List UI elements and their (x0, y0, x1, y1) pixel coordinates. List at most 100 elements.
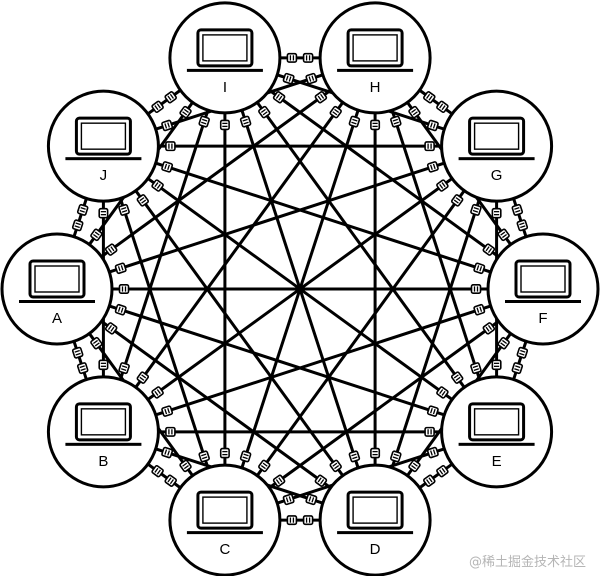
node-label: D (370, 541, 381, 558)
network-plug-icon (482, 243, 496, 256)
network-plug-icon (436, 465, 449, 478)
node-d: D (318, 463, 432, 577)
network-plug-icon (370, 447, 381, 459)
network-plug-icon (151, 465, 164, 478)
network-plug-icon (161, 161, 174, 173)
network-plug-icon (161, 119, 174, 132)
network-plug-icon (219, 447, 230, 459)
connection-line-G-H (417, 88, 454, 116)
network-plug-icon (426, 161, 439, 173)
node-label: J (100, 167, 108, 184)
network-plug-icon (408, 459, 421, 473)
network-plug-icon (90, 336, 103, 350)
network-plug-icon (426, 446, 439, 459)
network-plug-icon (426, 119, 439, 132)
network-plug-icon (151, 100, 164, 113)
connection-line-A-H (99, 88, 333, 259)
network-plug-icon (329, 105, 342, 119)
connection-line-B-I (118, 108, 210, 381)
network-plug-icon (314, 474, 328, 487)
network-plug-icon (76, 203, 89, 216)
network-plug-icon (491, 359, 502, 371)
network-plug-icon (348, 450, 361, 463)
node-label: E (492, 453, 502, 470)
network-plug-icon (516, 219, 529, 232)
network-plug-icon (118, 284, 130, 294)
network-plug-icon (71, 346, 84, 359)
network-plug-icon (136, 371, 149, 384)
connection-lines (72, 56, 528, 522)
node-label: I (223, 79, 227, 96)
network-plug-icon (390, 115, 402, 128)
node-g: G (440, 89, 554, 203)
network-plug-icon (282, 493, 295, 506)
network-plug-icon (136, 194, 149, 207)
network-plug-icon (426, 405, 439, 417)
network-plug-icon (305, 493, 318, 506)
network-plug-icon (473, 262, 486, 275)
watermark: @稀土掘金技术社区 (468, 555, 586, 570)
network-plug-icon (179, 105, 192, 119)
network-plug-icon (470, 203, 482, 216)
network-plug-icon (164, 474, 177, 487)
network-plug-icon (118, 362, 130, 375)
laptop-icon (65, 116, 142, 161)
connection-line-E-J (146, 176, 454, 402)
node-label: A (52, 310, 62, 327)
network-plug-icon (71, 219, 84, 232)
connection-line-F-J (154, 161, 493, 274)
network-plug-icon (482, 322, 496, 335)
network-plug-icon (161, 405, 174, 417)
connection-line-I-J (146, 88, 183, 116)
node-c: C (168, 463, 282, 577)
network-plug-icon (436, 386, 449, 399)
node-label: B (98, 453, 108, 470)
network-plug-icon (286, 52, 298, 63)
network-plug-icon (104, 322, 118, 335)
network-plug-icon (198, 450, 210, 463)
network-plug-icon (451, 371, 464, 384)
connectors (71, 52, 529, 526)
connection-line-F-I (267, 88, 501, 259)
node-b: B (46, 375, 160, 489)
network-plug-icon (470, 284, 482, 294)
network-plug-icon (239, 450, 252, 463)
laptop-icon (186, 28, 263, 72)
network-plug-icon (424, 141, 435, 152)
network-plug-icon (151, 386, 164, 399)
connection-line-C-F (267, 319, 501, 490)
network-plug-icon (272, 474, 286, 487)
connection-line-A-J (72, 197, 89, 239)
node-j: J (46, 89, 160, 203)
node-label: F (538, 310, 547, 327)
network-plug-icon (302, 52, 314, 63)
network-plug-icon (258, 459, 271, 473)
network-plug-icon (511, 203, 524, 216)
network-plug-icon (118, 203, 130, 216)
network-plug-icon (451, 194, 464, 207)
connection-line-C-J (118, 197, 210, 470)
network-plug-icon (272, 91, 286, 104)
network-plug-icon (98, 207, 109, 219)
network-plug-icon (114, 303, 127, 316)
network-plug-icon (473, 303, 486, 316)
network-plug-icon (497, 228, 510, 242)
laptop-icon (458, 116, 535, 161)
connection-line-D-E (417, 462, 454, 490)
laptop-icon (186, 490, 263, 535)
connection-line-A-D (99, 319, 333, 490)
network-plug-icon (151, 179, 164, 192)
network-plug-icon (329, 459, 342, 473)
network-plug-icon (164, 91, 177, 104)
network-plug-icon (302, 515, 314, 526)
network-plug-icon (239, 115, 252, 128)
node-label: H (370, 79, 381, 96)
network-plug-icon (390, 450, 402, 463)
network-plug-icon (314, 91, 328, 104)
connection-line-E-H (390, 108, 482, 381)
network-plug-icon (98, 359, 109, 371)
network-plug-icon (497, 336, 510, 350)
network-plug-icon (424, 426, 435, 437)
connection-line-D-G (390, 197, 482, 470)
